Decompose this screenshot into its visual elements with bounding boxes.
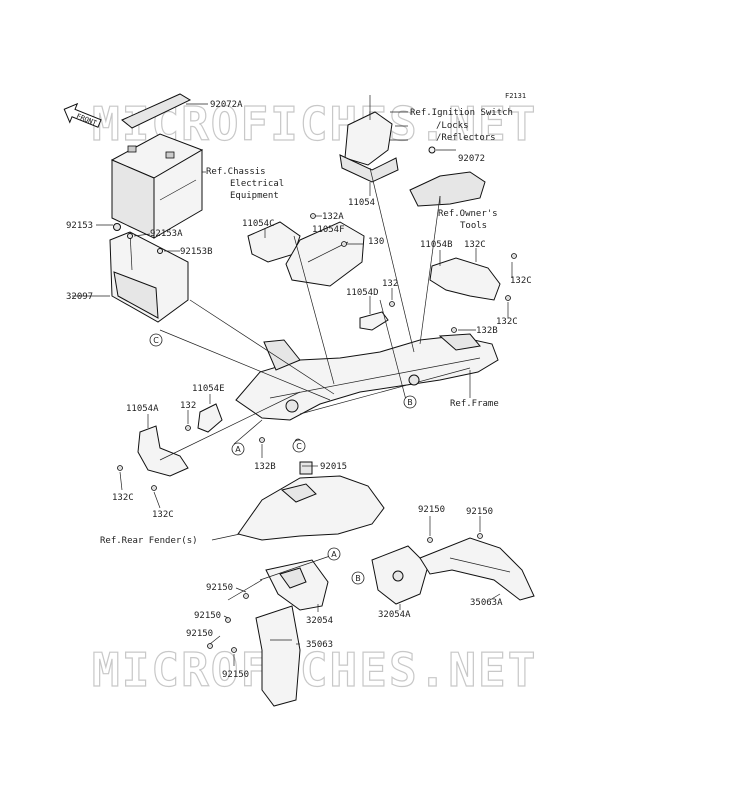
label-92153a: 92153A — [150, 229, 183, 239]
label-132-b: 132 — [180, 401, 196, 411]
part-labels: 92072A Ref.Ignition Switch /Locks /Refle… — [66, 100, 532, 680]
label-92015: 92015 — [320, 462, 347, 472]
svg-text:B: B — [407, 398, 413, 407]
ref-circle-b-step: B — [351, 571, 365, 585]
strap-92072a — [121, 93, 192, 129]
label-92150-e: 92150 — [186, 629, 213, 639]
figure-code: F2131 — [505, 92, 526, 100]
frame — [235, 333, 499, 421]
bolt-92153a — [127, 233, 133, 239]
label-92150-a: 92150 — [418, 505, 445, 515]
label-130: 130 — [368, 237, 384, 247]
label-11054d: 11054D — [346, 288, 379, 298]
rear-fender — [237, 461, 385, 541]
label-132c-c: 132C — [496, 317, 518, 327]
bracket-11054b — [429, 257, 501, 301]
label-ref-ignition-1: Ref.Ignition Switch — [410, 108, 513, 118]
label-ref-owner-1: Ref.Owner's — [438, 209, 498, 219]
label-11054: 11054 — [348, 198, 375, 208]
ref-circle-c-top: C — [149, 333, 163, 347]
label-92150-d: 92150 — [194, 611, 221, 621]
bracket-11054d — [359, 311, 389, 331]
label-ref-frame: Ref.Frame — [450, 399, 499, 409]
svg-text:B: B — [355, 574, 361, 583]
label-ref-chassis-3: Equipment — [230, 191, 279, 201]
label-92153: 92153 — [66, 221, 93, 231]
ref-circle-c-fender: C — [292, 439, 306, 453]
bracket-11054e — [197, 403, 223, 433]
ref-circle-a-step: A — [327, 547, 341, 561]
label-32097: 32097 — [66, 292, 93, 302]
label-11054b: 11054B — [420, 240, 453, 250]
label-11054e: 11054E — [192, 384, 225, 394]
label-32054: 32054 — [306, 616, 333, 626]
battery — [110, 133, 204, 239]
tool-pouch — [409, 146, 486, 207]
label-ref-chassis-1: Ref.Chassis — [206, 167, 266, 177]
label-92150-c: 92150 — [206, 583, 233, 593]
bolt-92153b — [157, 248, 163, 254]
battery-case-32097 — [109, 231, 189, 323]
label-132c-b: 132C — [510, 276, 532, 286]
label-32054a: 32054A — [378, 610, 411, 620]
label-92150-f: 92150 — [222, 670, 249, 680]
label-ref-rear-fender: Ref.Rear Fender(s) — [100, 536, 198, 546]
label-132b-a: 132B — [476, 326, 498, 336]
label-11054f: 11054F — [312, 225, 345, 235]
label-92072: 92072 — [458, 154, 485, 164]
svg-text:C: C — [153, 336, 159, 345]
label-11054c: 11054C — [242, 219, 275, 229]
bracket-11054a — [137, 425, 189, 477]
label-92150-b: 92150 — [466, 507, 493, 517]
watermark-bottom: MICROFICHES.NET — [92, 643, 537, 697]
label-92153b: 92153B — [180, 247, 213, 257]
label-35063: 35063 — [306, 640, 333, 650]
ref-circle-b-frame: B — [403, 395, 417, 409]
label-132a: 132A — [322, 212, 344, 222]
footrest-35063 — [255, 605, 301, 707]
label-11054a: 11054A — [126, 404, 159, 414]
label-ref-owner-2: Tools — [460, 221, 487, 231]
label-132-a: 132 — [382, 279, 398, 289]
label-132c-e: 132C — [152, 510, 174, 520]
label-92072a: 92072A — [210, 100, 243, 110]
footrest-35063a — [419, 537, 535, 601]
bracket-11054f — [285, 221, 365, 287]
label-35063a: 35063A — [470, 598, 503, 608]
label-ref-ignition-3: /Reflectors — [436, 133, 496, 143]
svg-text:C: C — [296, 442, 302, 451]
bolt-92153 — [113, 223, 121, 231]
leader-lines — [72, 103, 513, 666]
bracket-11054 — [339, 95, 399, 183]
step-bracket-32054a — [371, 545, 429, 605]
svg-text:A: A — [235, 445, 241, 454]
label-132c-a: 132C — [464, 240, 486, 250]
label-132b-b: 132B — [254, 462, 276, 472]
ref-circle-a-left: A — [231, 442, 245, 456]
svg-text:A: A — [331, 550, 337, 559]
label-ref-chassis-2: Electrical — [230, 179, 284, 189]
label-132c-d: 132C — [112, 493, 134, 503]
label-ref-ignition-2: /Locks — [436, 121, 469, 131]
